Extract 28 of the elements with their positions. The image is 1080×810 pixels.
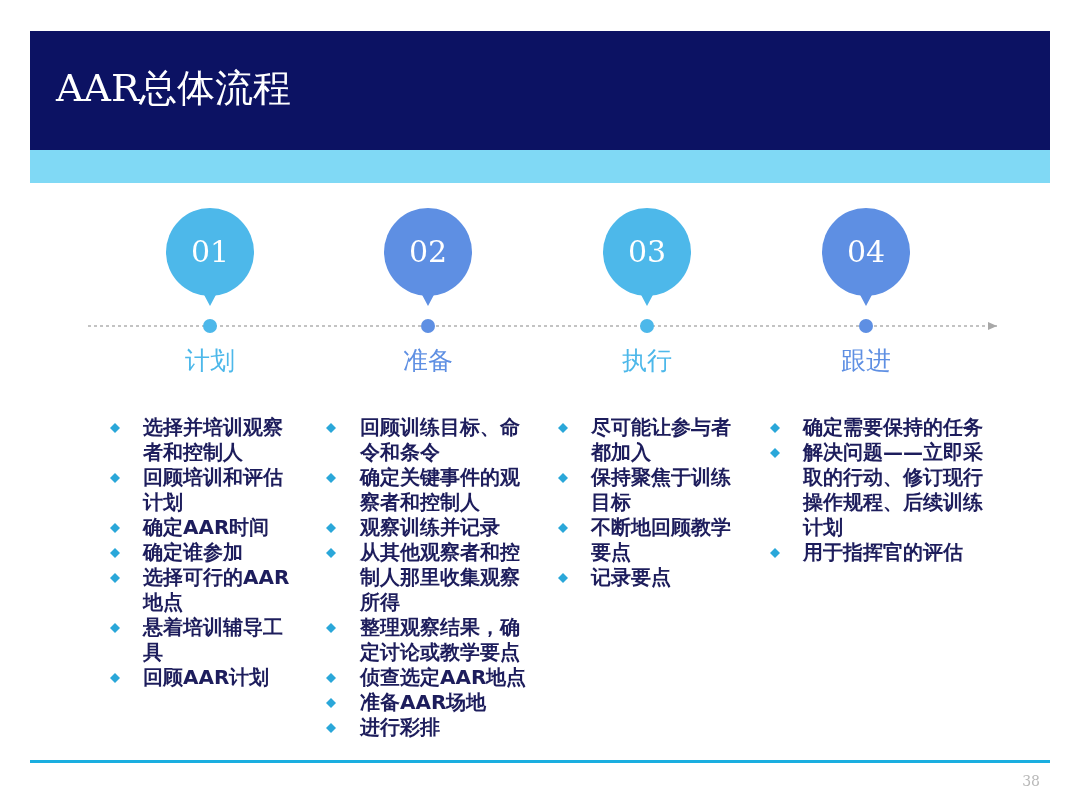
bullet-text: 回顾AAR计划 [143, 665, 271, 690]
step-label: 准备 [403, 345, 453, 377]
bullet-text: 解决问题——立即采取的行动、修订现行操作规程、后续训练计划 [803, 440, 984, 540]
bullet-text: 选择可行的AAR地点 [143, 565, 291, 615]
bullet-text: 侦查选定AAR地点 [360, 665, 528, 690]
bullet-text: 悬着培训辅导工具 [143, 615, 284, 665]
page-number: 38 [1022, 772, 1040, 790]
step-label: 跟进 [841, 345, 891, 377]
slide-title: AAR总体流程 [56, 65, 292, 111]
bullet-text: 观察训练并记录 [360, 515, 501, 540]
bullet-text: 确定谁参加 [143, 540, 244, 565]
bullet-text: 回顾培训和评估计划 [143, 465, 284, 515]
bullet-text: 从其他观察者和控制人那里收集观察所得 [360, 540, 521, 615]
bullet-text: 选择并培训观察者和控制人 [143, 415, 284, 465]
bullet-text: 确定需要保持的任务 [803, 415, 984, 440]
bullet-text: 记录要点 [591, 565, 672, 590]
step-label: 执行 [622, 345, 672, 377]
bullet-text: 保持聚焦于训练目标 [591, 465, 732, 515]
bullet-text: 确定关键事件的观察者和控制人 [360, 465, 521, 515]
step-label: 计划 [185, 345, 235, 377]
bullet-text: 确定AAR时间 [143, 515, 271, 540]
bullet-text: 回顾训练目标、命令和条令 [360, 415, 521, 465]
bullet-text: 尽可能让参与者都加入 [591, 415, 732, 465]
bullet-text: 准备AAR场地 [360, 690, 488, 715]
bullet-text: 用于指挥官的评估 [803, 540, 964, 565]
bullet-text: 整理观察结果，确定讨论或教学要点 [360, 615, 521, 665]
bullet-text: 进行彩排 [360, 715, 441, 740]
bullet-text: 不断地回顾教学要点 [591, 515, 732, 565]
